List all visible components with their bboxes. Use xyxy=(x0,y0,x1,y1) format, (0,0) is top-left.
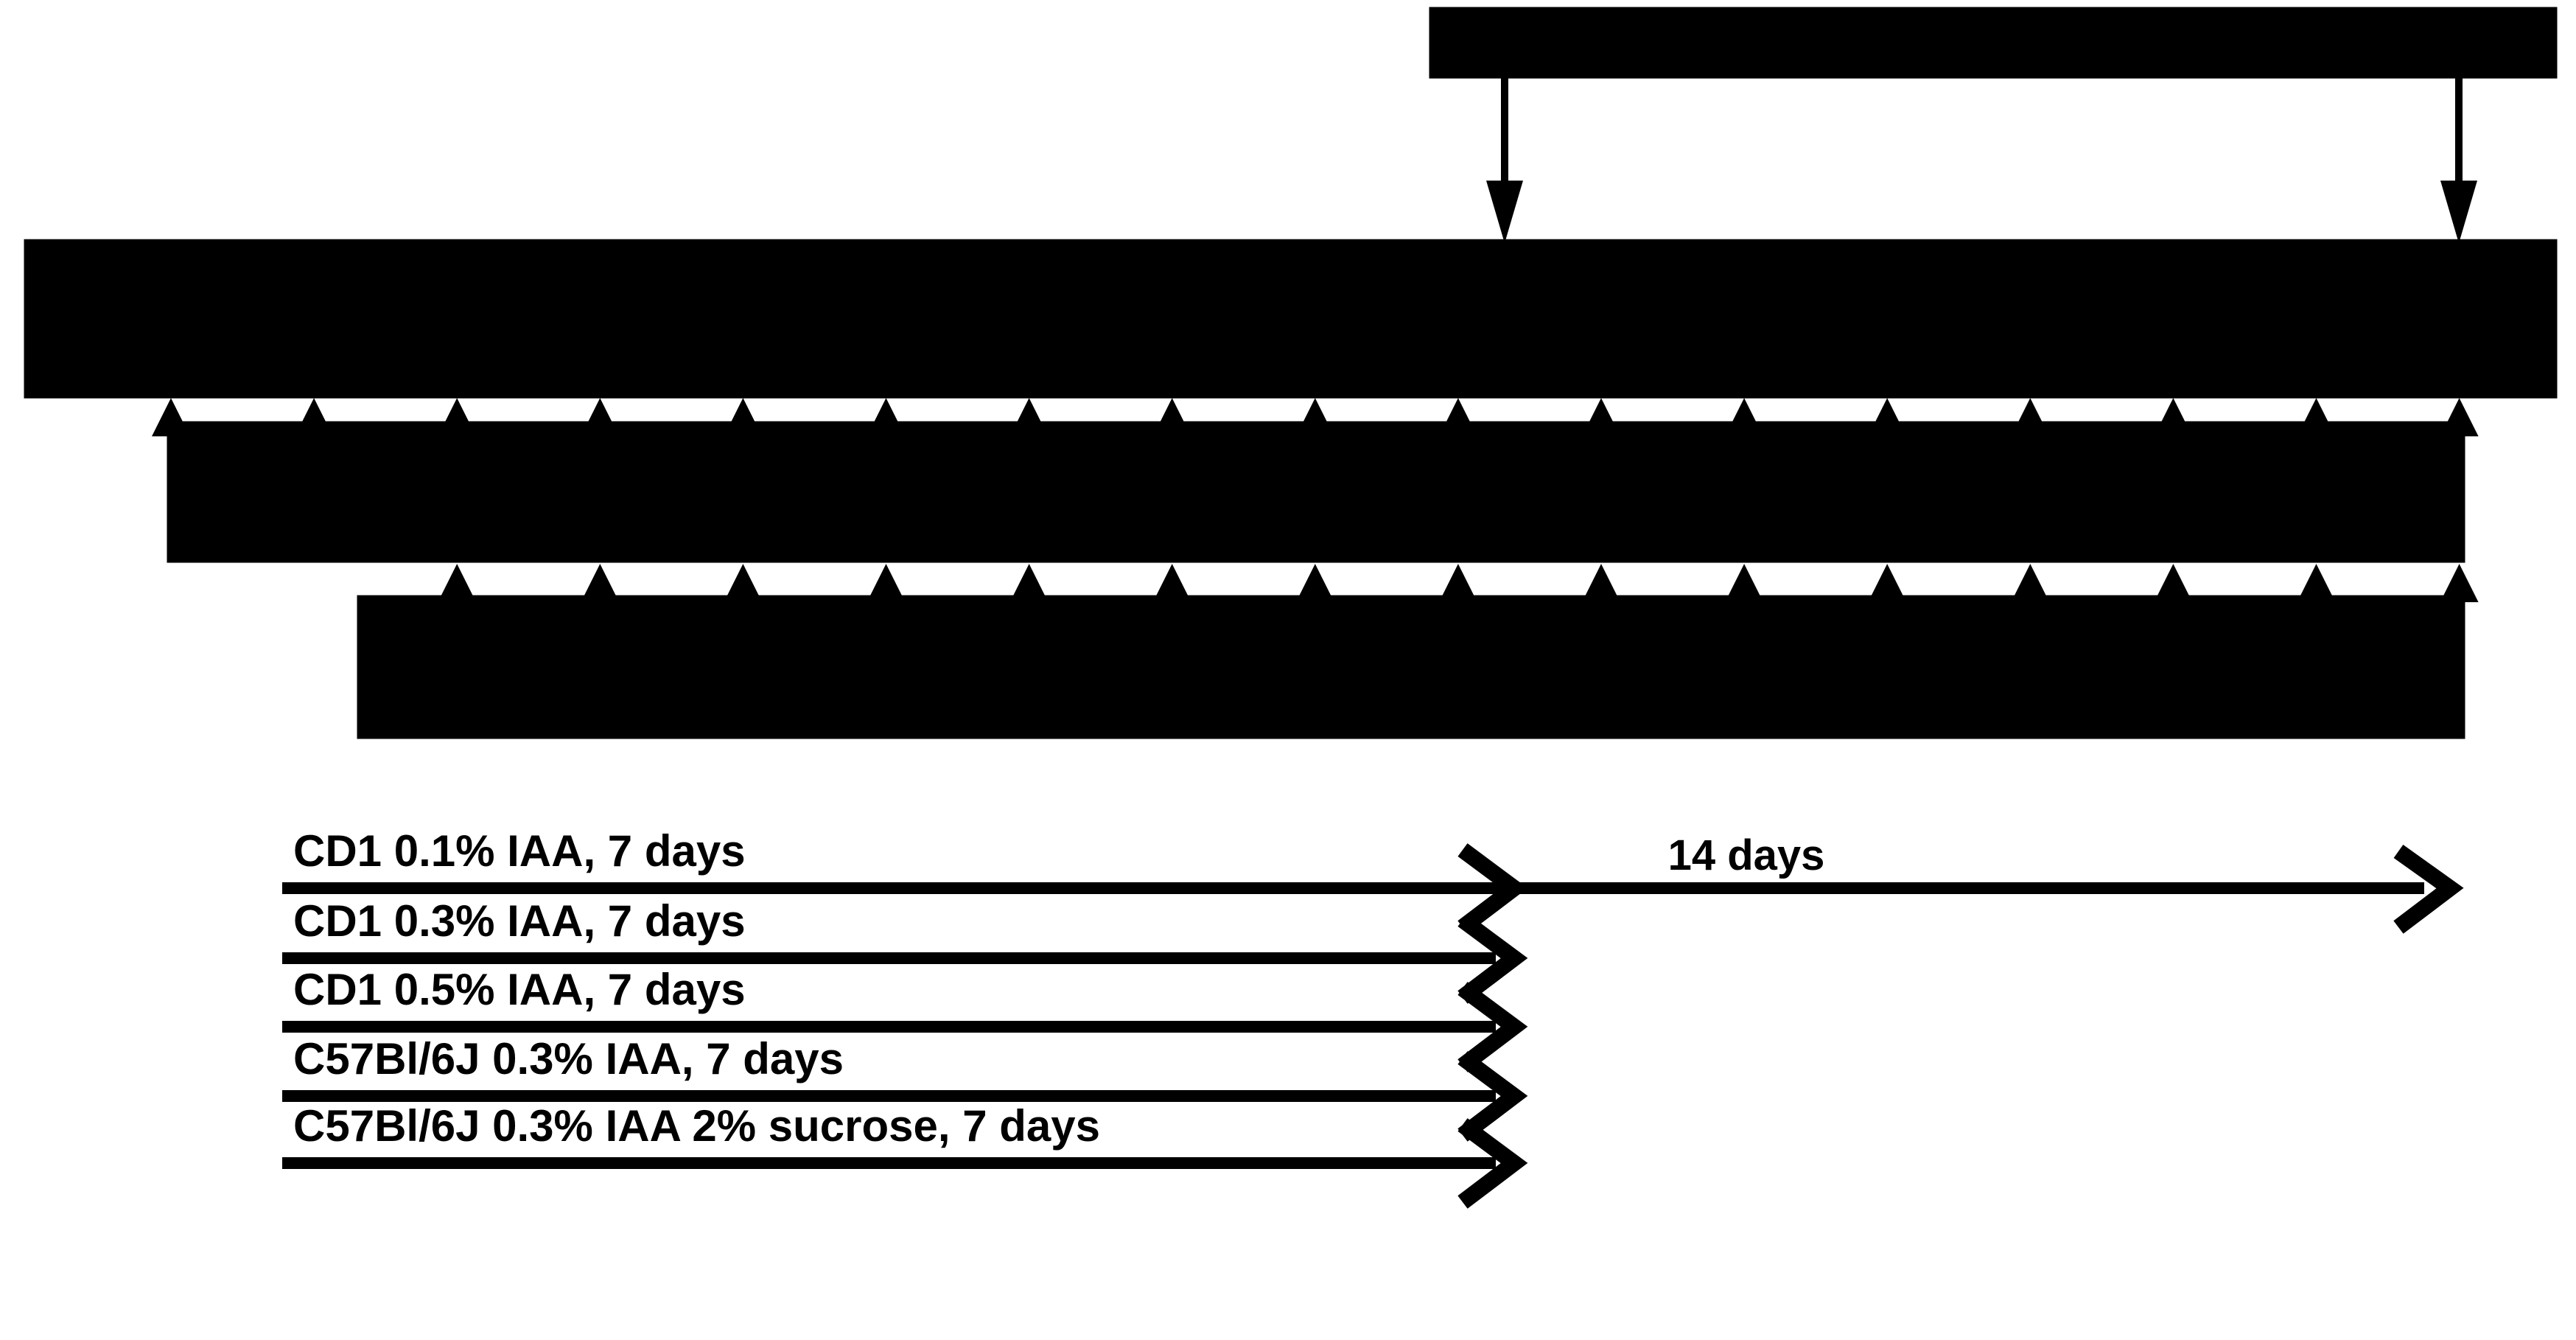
day-bar-box xyxy=(24,239,2558,399)
day-tick-12: 12 xyxy=(2148,292,2199,343)
day-tick-5: 5 xyxy=(1159,292,1184,343)
treatment-group-arrowhead xyxy=(1457,913,1528,1004)
iaa-arrow-up-day2 xyxy=(724,564,763,602)
day-tick-14: 14 xyxy=(2434,292,2485,343)
treatment-group-label: C57Bl/6J 0.3% IAA, 7 days xyxy=(293,1034,844,1083)
arrow-down-day7 xyxy=(1486,181,1523,243)
band-termination: Termination xyxy=(1429,7,2558,243)
termination-label: Termination xyxy=(1864,15,2122,66)
day-tick-3: 3 xyxy=(873,292,898,343)
day-tick-8: 8 xyxy=(1589,292,1614,343)
treatment-group-arrowhead xyxy=(1457,1051,1528,1142)
day-tick-13: 13 xyxy=(2291,292,2342,343)
day-tick--2: -2 xyxy=(150,292,191,343)
treatment-group-row: CD1 0.5% IAA, 7 days xyxy=(282,965,1528,1072)
treatment-group-row: CD1 0.1% IAA, 7 days xyxy=(282,826,1528,934)
extension-arrow-row: 14 days xyxy=(1488,831,2464,934)
iaa-arrow-up-day0 xyxy=(438,564,477,602)
termination-box xyxy=(1429,7,2558,79)
iaa-arrow-up-day13 xyxy=(2297,564,2336,602)
band-body-weight: Body weight and fluid intake measurement… xyxy=(152,398,2479,563)
arrow-down-day14 xyxy=(2440,181,2477,243)
iaa-arrow-up-day8 xyxy=(1582,564,1620,602)
body-weight-box xyxy=(167,421,2465,563)
day-tick-1: 1 xyxy=(587,292,612,343)
iaa-arrow-up-day3 xyxy=(867,564,906,602)
day-tick-4: 4 xyxy=(1016,292,1042,343)
treatment-group-label: C57Bl/6J 0.3% IAA 2% sucrose, 7 days xyxy=(293,1101,1100,1151)
iaa-arrow-up-day6 xyxy=(1295,564,1334,602)
treatment-group-arrowhead xyxy=(1457,1118,1528,1209)
day-tick-7: 7 xyxy=(1446,292,1471,343)
iaa-label: IAA administration xyxy=(1209,640,1614,691)
body-weight-label: Body weight and fluid intake measurement… xyxy=(839,465,1793,516)
iaa-arrow-up-day9 xyxy=(1725,564,1764,602)
day-tick-0: 0 xyxy=(444,292,469,343)
iaa-arrow-up-day7 xyxy=(1438,564,1477,602)
iaa-arrow-up-day12 xyxy=(2154,564,2193,602)
treatment-group-label: CD1 0.3% IAA, 7 days xyxy=(293,896,746,946)
iaa-arrow-up-day5 xyxy=(1152,564,1191,602)
extension-duration-label: 14 days xyxy=(1668,831,1825,879)
day-tick-2: 2 xyxy=(730,292,755,343)
day-tick-6: 6 xyxy=(1303,292,1328,343)
day-tick-10: 10 xyxy=(1862,292,1913,343)
day-tick-9: 9 xyxy=(1732,292,1757,343)
treatment-group-row: C57Bl/6J 0.3% IAA 2% sucrose, 7 days xyxy=(282,1101,1528,1209)
day-axis-label: Day xyxy=(41,292,125,343)
extension-arrowhead xyxy=(2393,845,2464,934)
treatment-group-label: CD1 0.5% IAA, 7 days xyxy=(293,965,746,1014)
treatment-group-row: CD1 0.3% IAA, 7 days xyxy=(282,896,1528,1004)
treatment-group-label: CD1 0.1% IAA, 7 days xyxy=(293,826,746,876)
iaa-arrow-up-day14 xyxy=(2440,564,2479,602)
iaa-box xyxy=(357,595,2465,739)
iaa-arrow-up-day4 xyxy=(1009,564,1049,602)
treatment-group-row: C57Bl/6J 0.3% IAA, 7 days xyxy=(282,1034,1528,1142)
band-iaa-administration: IAA administration xyxy=(357,564,2479,739)
day-tick--1: -1 xyxy=(294,292,335,343)
iaa-arrow-up-day11 xyxy=(2011,564,2050,602)
iaa-arrow-up-day1 xyxy=(581,564,620,602)
day-tick-11: 11 xyxy=(2006,292,2055,343)
iaa-connectors xyxy=(438,564,2479,602)
termination-connectors xyxy=(1486,74,2477,243)
treatment-group-arrowhead xyxy=(1457,982,1528,1072)
iaa-arrow-up-day10 xyxy=(1868,564,1907,602)
